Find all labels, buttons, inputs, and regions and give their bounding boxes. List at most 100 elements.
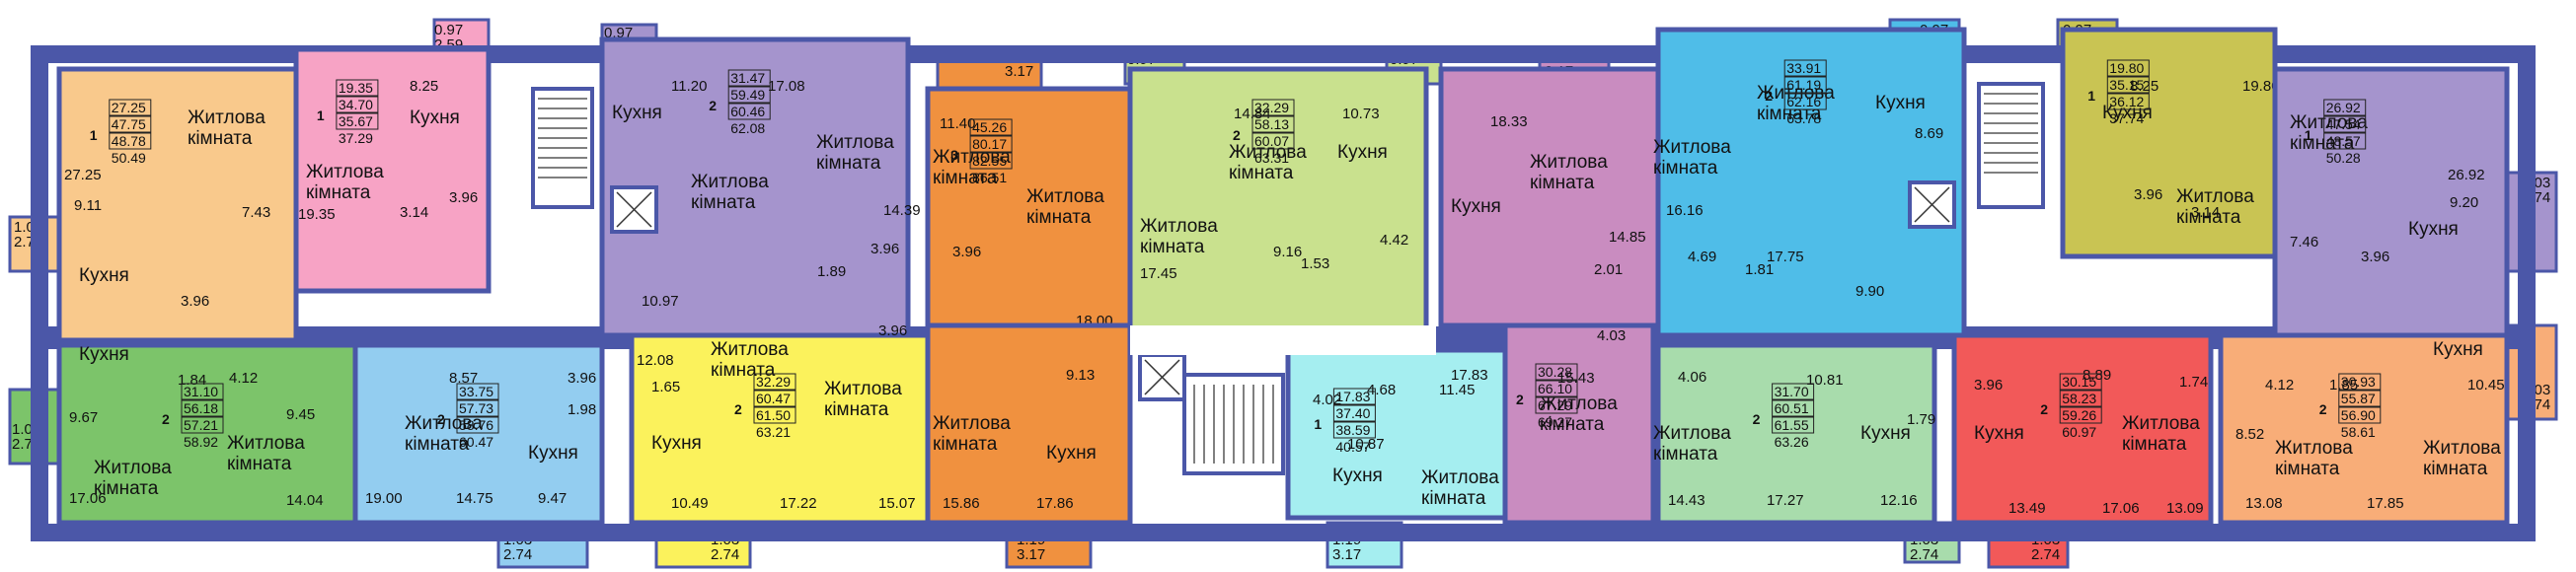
- stairs-right-steps: [1984, 93, 2038, 174]
- room-area-value: 8.57: [449, 370, 478, 387]
- apartment-area-value: 58.23: [2062, 391, 2096, 406]
- room-label-living: кімната: [1140, 237, 1205, 257]
- room-label-kitchen: Кухня: [2433, 339, 2483, 360]
- apartment-room-count: 2: [2040, 401, 2048, 417]
- area-box: [1332, 388, 1376, 405]
- area-box: [336, 112, 379, 130]
- room-label-living: Житлова: [816, 132, 894, 153]
- area-box: [1772, 416, 1815, 434]
- room-area-value: 14.04: [286, 492, 324, 509]
- room-area-value: 10.49: [671, 495, 709, 512]
- apartment-area-value: 59.26: [2062, 407, 2096, 423]
- room-area-value: 17.08: [768, 78, 805, 95]
- room-area-value: 3.96: [568, 370, 596, 387]
- apartment-area-value: 37.74: [2109, 110, 2144, 126]
- apartment-area-value: 34.70: [339, 97, 373, 112]
- apartment-area-value: 48.57: [2326, 133, 2361, 149]
- area-box: [1535, 363, 1578, 381]
- room-label-kitchen: Кухня: [1046, 443, 1097, 464]
- area-box: [181, 416, 224, 434]
- apartment-area-value: 36.12: [2109, 94, 2144, 109]
- apartment-room-count: 1: [1314, 416, 1322, 432]
- room-area-value: 3.96: [2134, 186, 2162, 203]
- apartment-area-value: 50.49: [112, 150, 146, 166]
- apartment-area-value: 37.29: [339, 130, 373, 146]
- apartment-area-value: 35.67: [339, 113, 373, 129]
- room-area-value: 15.86: [943, 495, 980, 512]
- apartment-area-value: 45.26: [972, 119, 1007, 135]
- room-area-value: 15.43: [1557, 370, 1595, 387]
- apartment-area-value: 60.47: [756, 391, 791, 406]
- room-label-kitchen: Кухня: [612, 103, 662, 123]
- apartment: КухняЖитловакімнатаЖитловакімната9.671.8…: [56, 342, 358, 526]
- room-area-value: 4.03: [1597, 327, 1626, 344]
- room-area-value: 12.08: [637, 352, 674, 369]
- room-label-living: кімната: [933, 434, 998, 455]
- apartment-area-value: 19.80: [2109, 60, 2144, 76]
- apartment-area-value: 60.47: [459, 434, 493, 450]
- apartment-area-value: 32.29: [756, 374, 791, 390]
- area-box: [2323, 132, 2367, 150]
- room-label-living: Житлова: [2275, 438, 2353, 459]
- room-label-kitchen: Кухня: [79, 344, 129, 365]
- room-label-living: кімната: [227, 454, 292, 474]
- apartment-area-value: 58.61: [2341, 424, 2376, 440]
- room-area-value: 1.79: [1907, 411, 1935, 428]
- room-label-kitchen: Кухня: [2102, 103, 2153, 123]
- room-label-kitchen: Кухня: [651, 433, 702, 454]
- area-box: [2338, 373, 2382, 391]
- room-area-value: 4.69: [1688, 249, 1716, 265]
- room-area-value: 11.40: [940, 115, 975, 132]
- room-label-living: кімната: [94, 478, 159, 499]
- apartment-room-count: 2: [162, 411, 170, 427]
- room-label-kitchen: Кухня: [1451, 196, 1501, 217]
- room-area-value: 10.81: [1806, 372, 1844, 389]
- area-box: [753, 406, 796, 424]
- room-area-value: 9.67: [69, 409, 98, 426]
- room-area-value: 10.87: [1347, 436, 1385, 453]
- area-box: [456, 416, 499, 434]
- room-area-value: 10.73: [1342, 106, 1380, 122]
- area-box: [181, 383, 224, 400]
- room-label-living: кімната: [1026, 207, 1092, 228]
- room-label-living: Житлова: [1229, 142, 1307, 163]
- apartment-area-value: 26.92: [2326, 100, 2361, 115]
- apartment-area: [2218, 332, 2510, 526]
- room-area-value: 17.06: [2102, 500, 2140, 517]
- apartment-area-value: 62.08: [730, 120, 765, 136]
- room-label-living: Житлова: [1026, 186, 1104, 207]
- area-box: [336, 79, 379, 97]
- room-label-kitchen: Кухня: [1974, 423, 2024, 444]
- room-area-value: 3.96: [2361, 249, 2389, 265]
- room-area-value: 11.45: [1439, 382, 1475, 398]
- area-box: [456, 399, 499, 417]
- apartment-area-value: 55.87: [2341, 391, 2376, 406]
- room-area-value: 14.85: [1609, 229, 1646, 246]
- apartment-area-value: 59.49: [730, 87, 765, 103]
- apartment-area-value: 63.78: [1786, 110, 1821, 126]
- apartment: Житловакімната11.454.0315.43230.2866.106…: [1439, 322, 1656, 526]
- apartment-area-value: 32.29: [1254, 100, 1289, 115]
- room-area-value: 13.08: [2245, 495, 2283, 512]
- room-area-value: 9.20: [2450, 194, 2478, 211]
- balcony-area-value: 2.74: [711, 546, 739, 563]
- apartment-area: [293, 46, 492, 294]
- room-label-kitchen: Кухня: [1860, 423, 1911, 444]
- room-area-value: 3.96: [878, 322, 907, 339]
- room-label-living: кімната: [824, 399, 889, 420]
- area-box: [753, 373, 796, 391]
- apartment-room-count: 1: [317, 107, 325, 123]
- room-label-living: кімната: [1421, 488, 1486, 509]
- area-box: [1783, 59, 1827, 77]
- apartment-area-value: 48.78: [112, 133, 146, 149]
- apartment-area: [629, 332, 931, 526]
